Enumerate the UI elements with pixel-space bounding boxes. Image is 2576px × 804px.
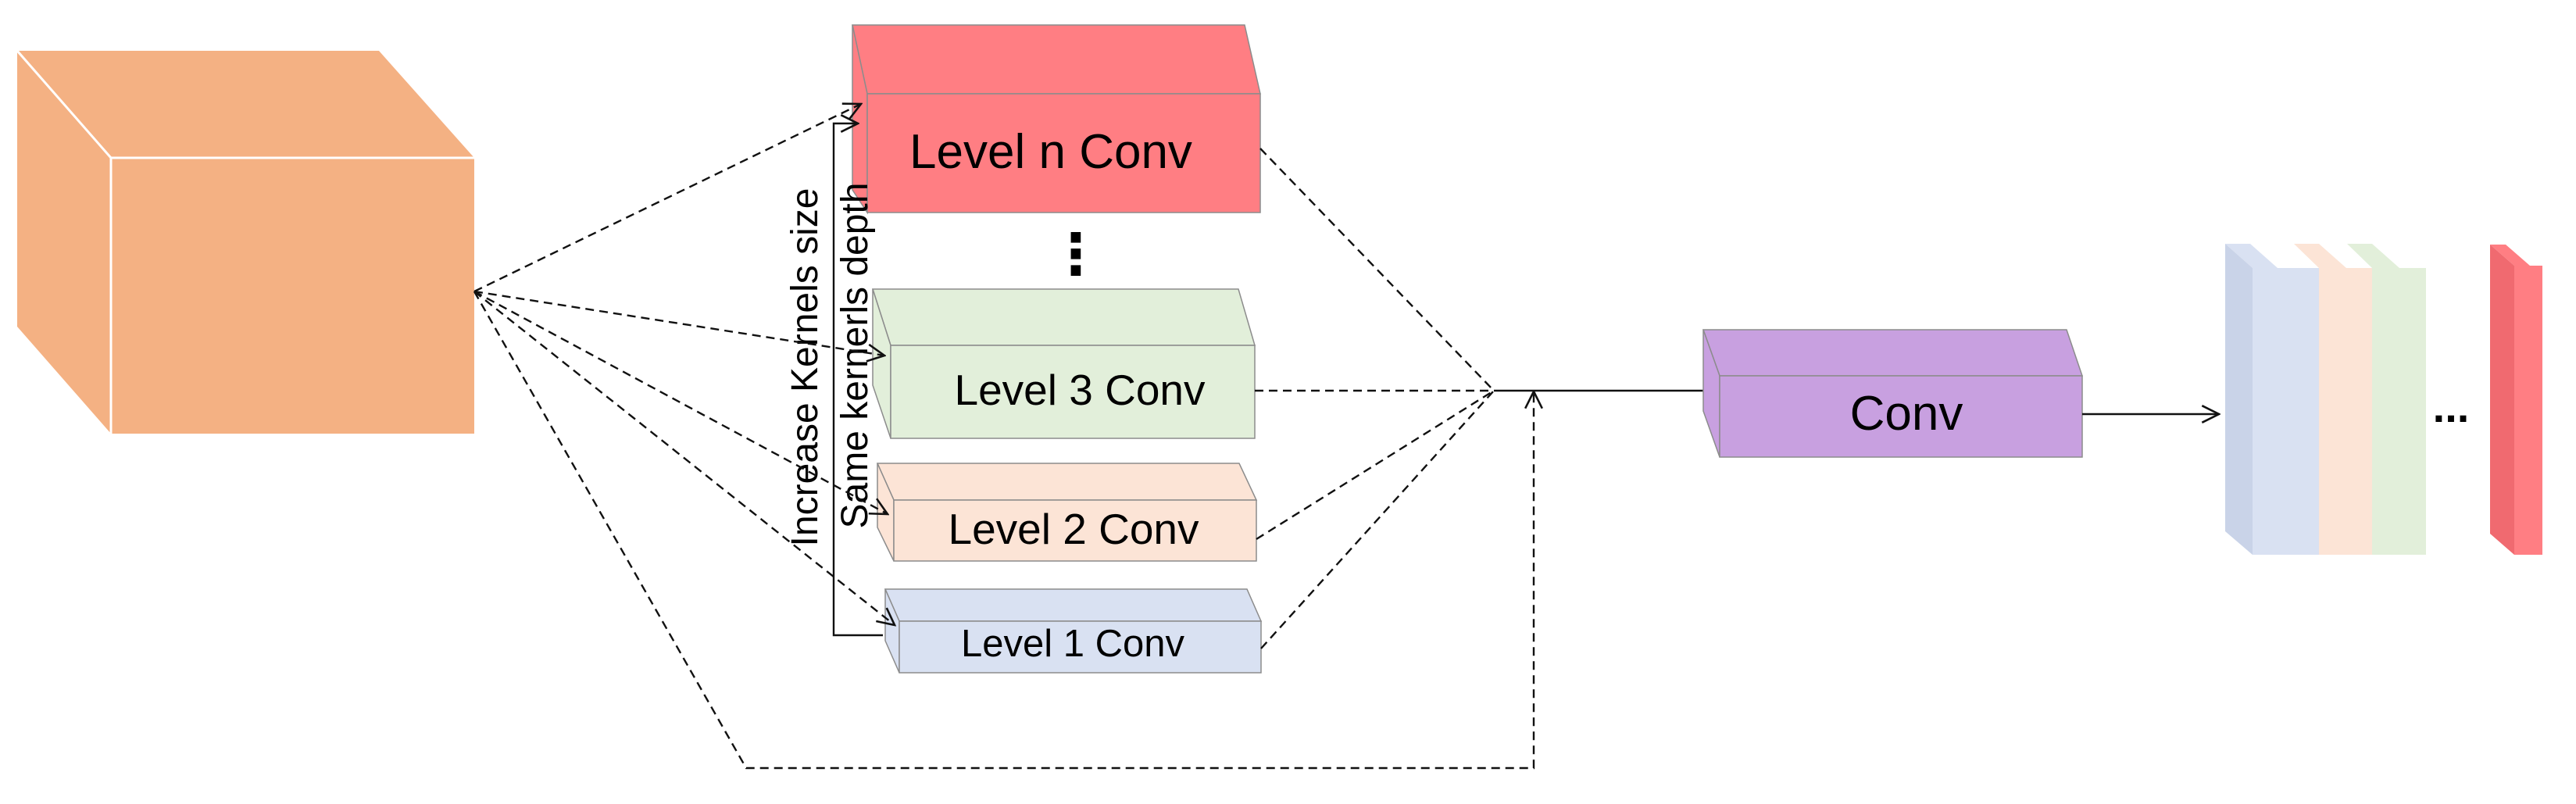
conv-block: Conv	[1702, 329, 2084, 458]
level-1-label: Level 1 Conv	[961, 623, 1185, 665]
level-1-block: Level 1 Conv	[884, 588, 1263, 674]
level-2-block: Level 2 Conv	[876, 463, 1258, 562]
level-3-block: Level 3 Conv	[871, 288, 1256, 439]
output-dots: ...	[2433, 382, 2470, 431]
level-n-block: Level n Conv	[852, 24, 1261, 215]
input-cube	[16, 50, 474, 434]
same-kernel-depth-label: Same kernerls depth	[834, 183, 876, 529]
input-edges	[473, 104, 1534, 770]
level-2-label: Level 2 Conv	[948, 505, 1199, 553]
output-feature-stack	[2225, 244, 2426, 555]
increase-kernel-size-label: Increase Kernels size	[784, 188, 826, 547]
level-3-label: Level 3 Conv	[954, 366, 1206, 414]
output-last-map	[2490, 245, 2542, 555]
level-edges	[1255, 148, 1495, 649]
conv-label: Conv	[1850, 387, 1963, 441]
kernel-bracket-arrow	[832, 123, 883, 637]
vertical-dots: ⋮	[1048, 223, 1104, 286]
level-n-label: Level n Conv	[909, 125, 1192, 179]
